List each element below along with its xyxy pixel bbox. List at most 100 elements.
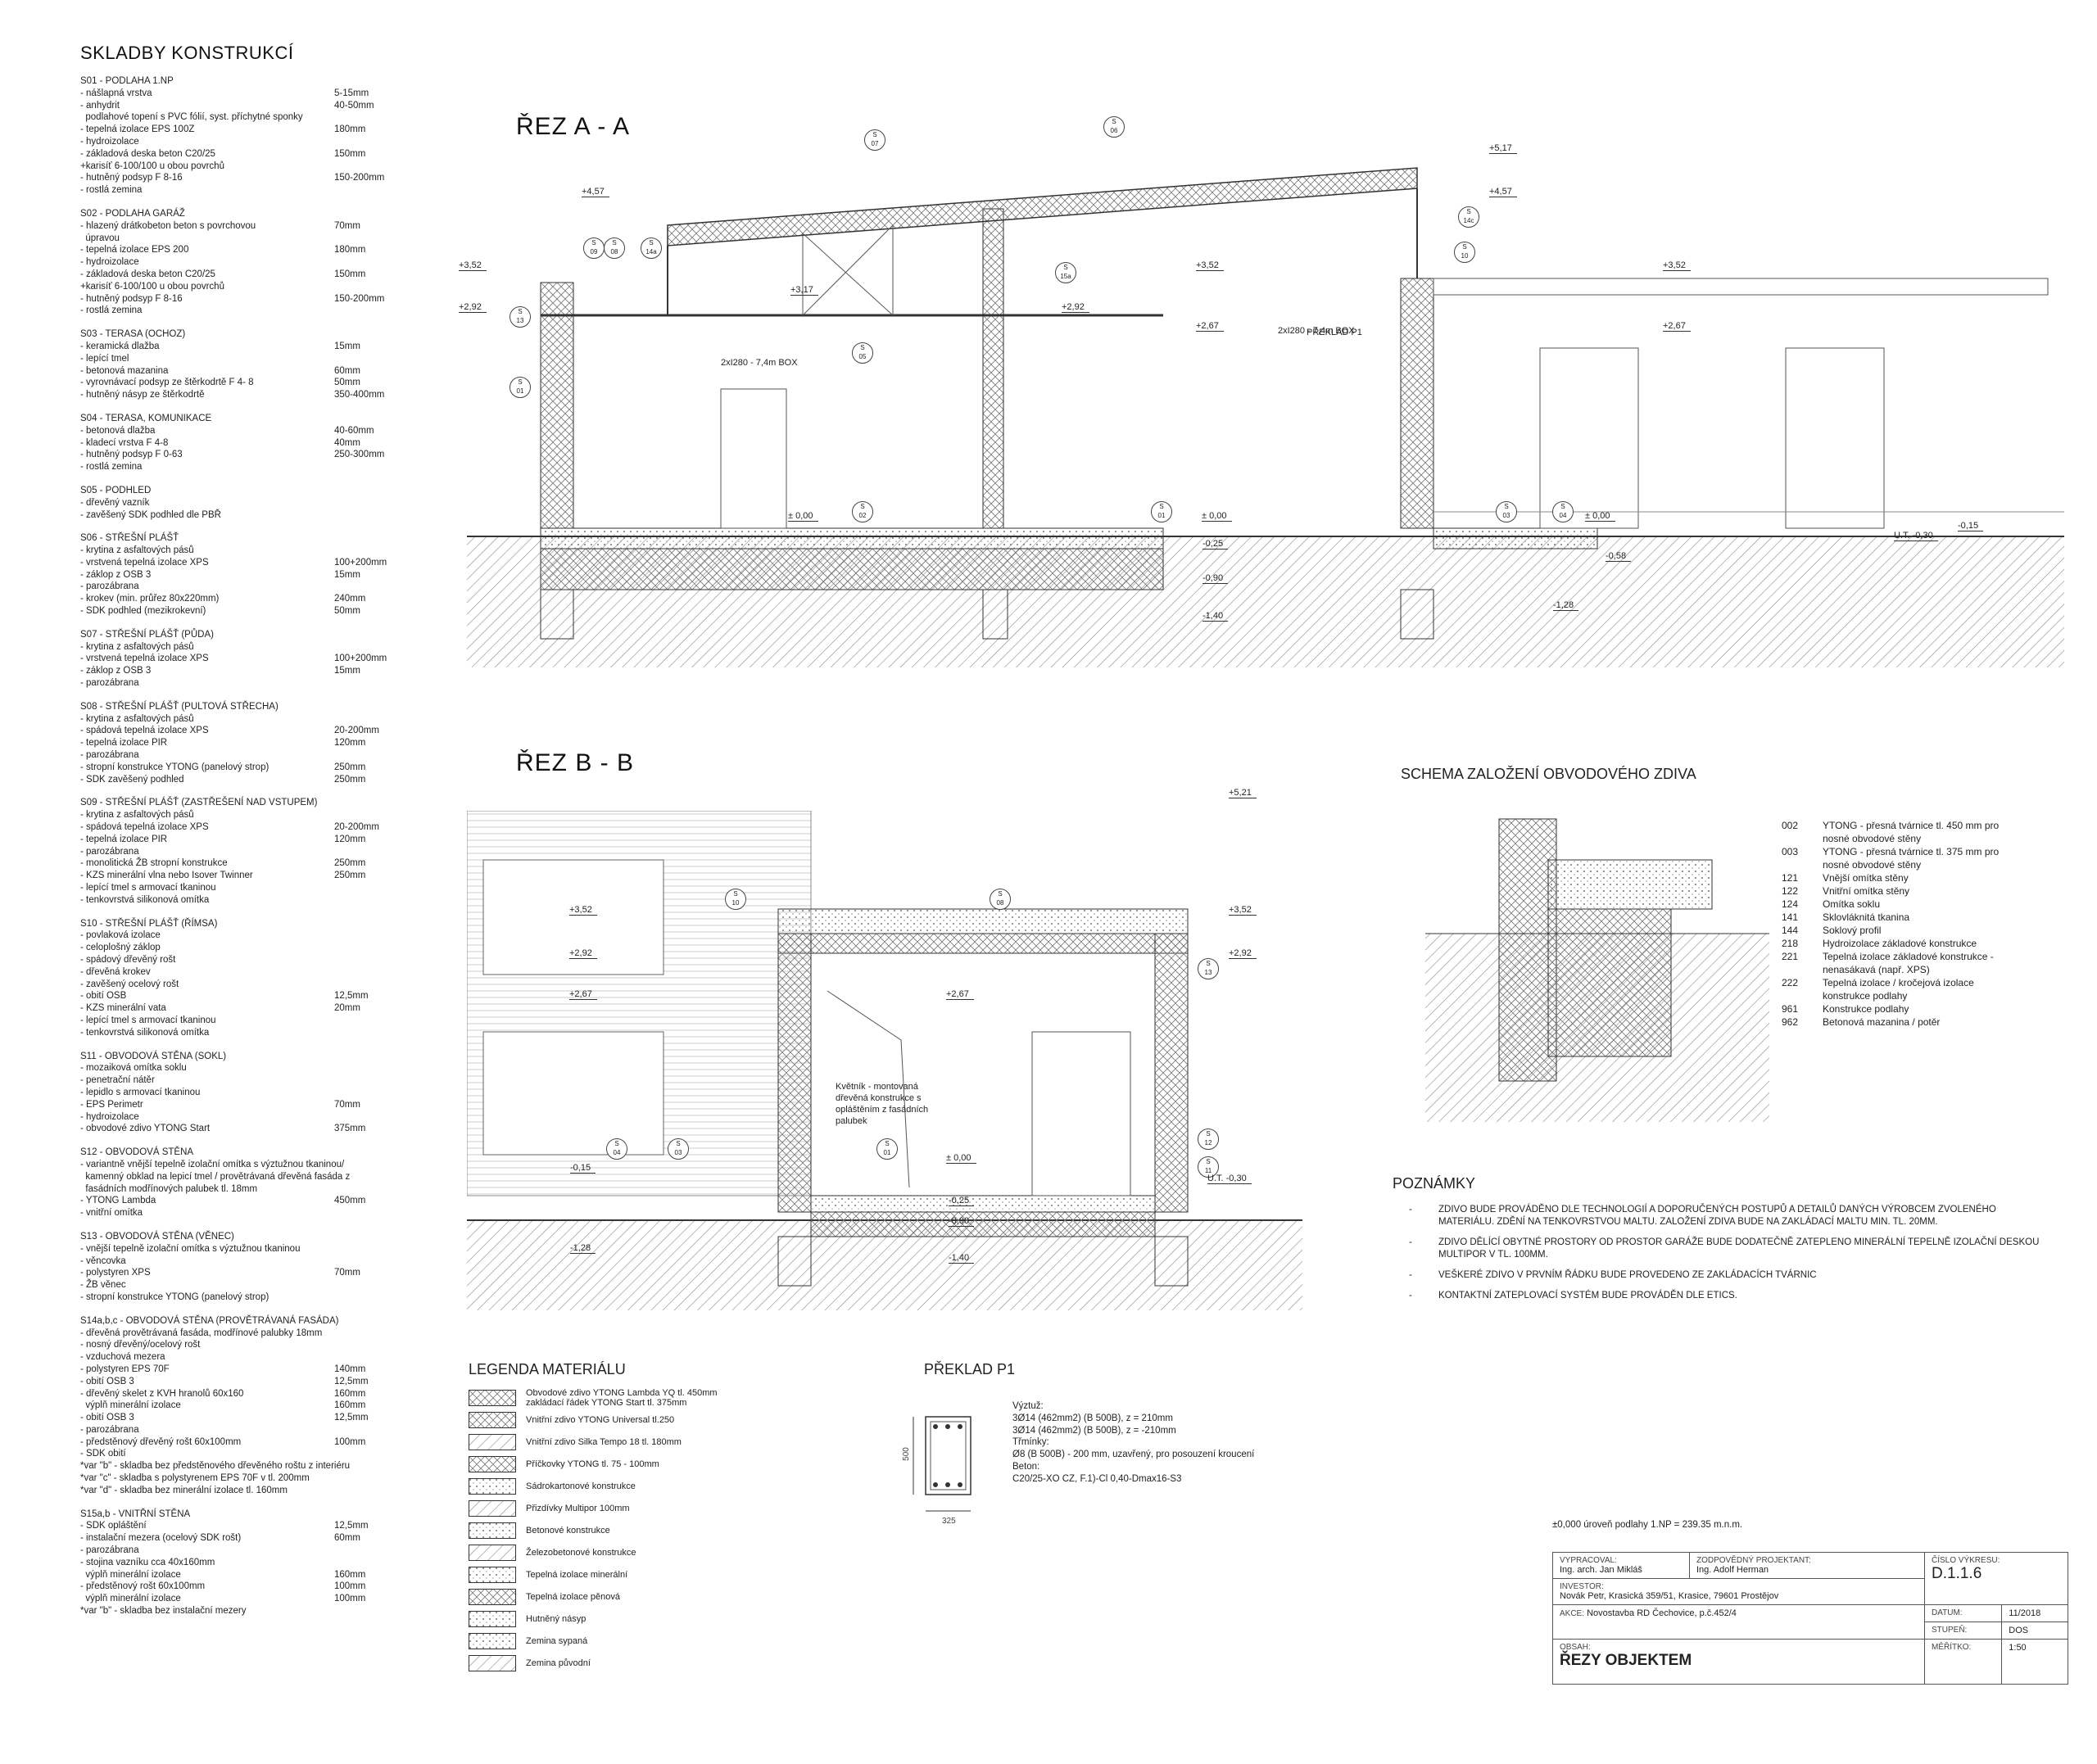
composition-layer: - rostlá zemina	[80, 461, 424, 473]
composition-layer: - krytina z asfaltových pásů	[80, 713, 424, 726]
layer-name: - hutněný podsyp F 8-16	[80, 293, 183, 304]
aa-section-tag: S 14a	[641, 237, 662, 259]
legend-item: Vnitřní zdivo YTONG Universal tl.250	[469, 1409, 927, 1431]
layer-thickness: 12,5mm	[334, 991, 369, 1002]
layer-name: - krytina z asfaltových pásů	[80, 713, 194, 724]
schema-key-desc: Sklovláknitá tkanina	[1823, 911, 1910, 923]
composition-layer: - SDK podhled (mezikrokevní)50mm	[80, 605, 424, 617]
layer-name: kamenný obklad na lepicí tmel / provětrá…	[80, 1171, 351, 1182]
aa-level-mark: +2,92	[1062, 302, 1089, 313]
composition-layer: - lepící tmel s armovací tkaninou	[80, 1015, 424, 1027]
bb-section-tag: S 10	[725, 889, 746, 910]
schema-key-code: 124	[1782, 898, 1799, 910]
layer-name: - YTONG Lambda	[80, 1196, 156, 1206]
layer-thickness	[334, 1424, 408, 1436]
note-item: -KONTAKTNÍ ZATEPLOVACÍ SYSTÉM BUDE PROVÁ…	[1409, 1290, 2064, 1302]
layer-thickness: 100+200mm	[334, 557, 387, 568]
layer-name: - rostlá zemina	[80, 462, 143, 473]
composition-section-title: S14a,b,c - OBVODOVÁ STĚNA (PROVĚTRÁVANÁ …	[80, 1315, 339, 1326]
layer-name: - tepelná izolace EPS 200	[80, 245, 189, 256]
layer-name: - krytina z asfaltových pásů	[80, 810, 194, 821]
layer-thickness	[334, 1291, 408, 1304]
layer-name: - parozábrana	[80, 750, 139, 761]
beam-label: 2xI280 - 7,4m BOX	[1278, 326, 1355, 336]
layer-thickness: 12,5mm	[334, 1413, 369, 1423]
composition-layer: - krytina z asfaltových pásů	[80, 545, 424, 557]
schema-key-desc: konstrukce podlahy	[1823, 990, 1908, 1002]
section-aa-drawing	[467, 167, 2064, 667]
engineer-name: Ing. Adolf Herman	[1696, 1565, 1769, 1575]
layer-thickness: 140mm	[334, 1364, 366, 1374]
legend-item: Železobetonové konstrukce	[469, 1541, 927, 1563]
legend-item: Přizdívky Multipor 100mm	[469, 1497, 927, 1519]
layer-name: - SDK zavěšený podhled	[80, 774, 184, 785]
bb-level-mark: +5,21	[1229, 788, 1257, 798]
composition-layer: - parozábrana	[80, 846, 424, 858]
layer-name: - EPS Perimetr	[80, 1099, 143, 1110]
layer-thickness: 60mm	[334, 365, 360, 376]
aa-level-mark: ± 0,00	[1585, 511, 1615, 522]
composition-section: S13 - OBVODOVÁ STĚNA (VĚNEC)- vnější tep…	[80, 1231, 424, 1304]
composition-layer: - stojina vazníku cca 40x160mm	[80, 1557, 424, 1569]
layer-name: *var "c" - skladba s polystyrenem EPS 70…	[80, 1473, 310, 1484]
composition-section-title: S13 - OBVODOVÁ STĚNA (VĚNEC)	[80, 1231, 234, 1242]
layer-thickness: 40-60mm	[334, 425, 374, 436]
legend-item: Zemina původní	[469, 1652, 927, 1674]
composition-section-title: S12 - OBVODOVÁ STĚNA	[80, 1147, 194, 1158]
layer-name: - předstěnový dřevěný rošt 60x100mm	[80, 1436, 242, 1447]
layer-thickness	[334, 161, 408, 173]
layer-thickness	[334, 1243, 408, 1255]
project-label: AKCE:	[1560, 1609, 1585, 1618]
preklad-dim-width: 325	[942, 1517, 956, 1526]
skladby-title: SKLADBY KONSTRUKCÍ	[80, 43, 294, 63]
layer-thickness	[334, 1207, 408, 1219]
layer-thickness	[334, 1111, 408, 1124]
layer-thickness: 160mm	[334, 1400, 366, 1411]
layer-name: - záklop z OSB 3	[80, 569, 152, 580]
legend-label: Tepelná izolace minerální	[526, 1569, 628, 1580]
preklad-title: PŘEKLAD P1	[924, 1361, 1016, 1377]
layer-name: +karisíť 6-100/100 u obou povrchů	[80, 161, 224, 171]
composition-section: S02 - PODLAHA GARÁŽ- hlazený drátkobeton…	[80, 208, 424, 317]
layer-thickness: 150mm	[334, 269, 366, 279]
layer-name: - záklop z OSB 3	[80, 666, 152, 676]
legend-swatch	[469, 1654, 516, 1671]
layer-name: *var "b" - skladba bez instalační mezery	[80, 1606, 247, 1617]
composition-layer: - dřevěná provětrávaná fasáda, modřínové…	[80, 1328, 424, 1340]
layer-name: - základová deska beton C20/25	[80, 148, 215, 159]
layer-thickness: 12,5mm	[334, 1376, 369, 1386]
investor-label: INVESTOR:	[1560, 1582, 1604, 1591]
layer-name: - předstěnový rošt 60x100mm	[80, 1581, 206, 1592]
layer-name: - hlazený drátkobeton beton s povrchovou	[80, 220, 256, 231]
layer-thickness: 180mm	[334, 245, 366, 256]
composition-layer: - mozaiková omítka soklu	[80, 1062, 424, 1074]
drafter-label: VYPRACOVAL:	[1560, 1556, 1617, 1565]
layer-name: - lepící tmel s armovací tkaninou	[80, 883, 216, 893]
composition-layer: - vyrovnávací podsyp ze štěrkodrtě F 4- …	[80, 377, 424, 389]
layer-thickness: 100mm	[334, 1436, 366, 1447]
schema-key-desc: nosné obvodové stěny	[1823, 859, 1922, 871]
legend-label: Železobetonové konstrukce	[526, 1547, 636, 1558]
bb-section-tag: S 04	[606, 1138, 627, 1160]
aa-level-mark: +4,57	[582, 187, 609, 197]
layer-thickness	[334, 1605, 408, 1617]
layer-name: - hydroizolace	[80, 136, 139, 147]
layer-name: +karisíť 6-100/100 u obou povrchů	[80, 281, 224, 292]
layer-name: - penetrační nátěr	[80, 1075, 155, 1086]
layer-name: - lepící tmel	[80, 353, 129, 364]
composition-section-title: S15a,b - VNITŘNÍ STĚNA	[80, 1508, 191, 1519]
layer-name: výplň minerální izolace	[80, 1594, 181, 1604]
composition-section-title: S01 - PODLAHA 1.NP	[80, 76, 174, 86]
note-text: VEŠKERÉ ZDIVO V PRVNÍM ŘÁDKU BUDE PROVED…	[1438, 1270, 1817, 1280]
bb-level-mark: +2,67	[946, 989, 974, 1000]
bb-section-tag: S 12	[1198, 1129, 1219, 1150]
layer-name: - variantně vnější tepelně izolační omít…	[80, 1159, 345, 1169]
